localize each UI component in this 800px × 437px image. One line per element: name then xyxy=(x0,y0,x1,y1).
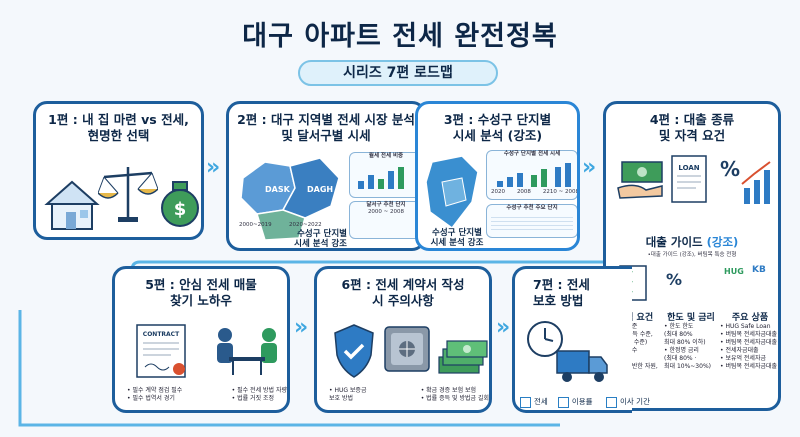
contract-label: CONTRACT xyxy=(143,331,180,338)
chart-years: 2020 2008 2210 ~ 2008 xyxy=(491,189,579,195)
page-title: 대구 아파트 전세 완전정복 xyxy=(242,21,558,52)
panel-index: 달서구 추천 단지 2000 ~ 2008 xyxy=(349,201,423,239)
hug-logo: HUG xyxy=(724,267,744,276)
percent-icon: % xyxy=(720,157,771,204)
chart-up-icon xyxy=(495,163,575,187)
card-part-4[interactable]: 4편 : 대출 종류 및 자격 요건 LOAN % 대출 가이드 (강조) •대… xyxy=(603,101,781,411)
bar-chart-icon xyxy=(356,165,416,189)
clock-icon xyxy=(527,321,563,357)
svg-text:%: % xyxy=(720,157,740,181)
scale-icon xyxy=(98,167,158,222)
qualification-columns: 자격 요건 • 소득 수준 (연봉고소득 수준, 신청 공제 수준) • 신용 … xyxy=(608,310,778,379)
panel-suseong-chart: 수성구 단지별 전세 시세 2020 2008 2210 ~ 2008 xyxy=(486,150,579,200)
loan-label: LOAN xyxy=(678,164,699,172)
col-limit-rate: 한도 및 금리 • 한도 한도 (최대 80% 최대 80% 이하) • 한정명… xyxy=(664,313,715,370)
chevron-right-icon: » xyxy=(206,155,221,180)
card-part-2[interactable]: 2편 : 대구 지역별 전세 시장 분석 및 달서구별 시세 DASK DAGH… xyxy=(226,101,426,251)
card-6-title: 6편 : 전세 계약서 작성 시 주의사항 xyxy=(341,277,465,308)
col-products: 주요 상품 • HUG Safe Loan • 버팀목 전세자금대출 • 버팀목… xyxy=(720,313,778,370)
card-part-5[interactable]: 5편 : 안심 전세 매물 찾기 노하우 CONTRACT • 필수 계약 점검… xyxy=(112,266,290,413)
card-1-title: 1편 : 내 집 마련 vs 전세, 현명한 선택 xyxy=(48,112,189,143)
svg-text:$: $ xyxy=(174,199,187,220)
card-3-title: 3편 : 수성구 단지별 시세 분석 (강조) xyxy=(443,112,552,143)
kb-logo: KB xyxy=(752,265,766,275)
panel-rent-ratio: 월세 전세 비중 xyxy=(349,152,423,198)
card-6-bullets: • HUG 보증금 보호 방법 • 확금 경증 보험 보험 • 법률 증득 및 … xyxy=(329,387,489,402)
panel-suseong-table: 수성구 추천 주요 단지 xyxy=(486,204,577,238)
card-part-1[interactable]: 1편 : 내 집 마련 vs 전세, 현명한 선택 $ xyxy=(33,101,204,240)
card-2-title: 2편 : 대구 지역별 전세 시장 분석 및 달서구별 시세 xyxy=(237,112,415,143)
series-subtitle: 시리즈 7편 로드맵 xyxy=(298,60,498,86)
money-hand-icon xyxy=(617,161,663,199)
house-icon xyxy=(44,180,100,230)
loan-document-icon: LOAN xyxy=(671,155,707,203)
card-part-7[interactable]: 7편 : 전세 보호 방법 xyxy=(512,266,632,413)
card-7-legend: 전세 이용률 xyxy=(520,396,660,408)
meeting-icon xyxy=(217,328,277,375)
cash-stack-icon xyxy=(438,340,488,374)
money-bag-icon: $ xyxy=(161,181,199,227)
map-label-a: DASK xyxy=(265,185,291,194)
truck-icon xyxy=(556,350,608,382)
card-part-6[interactable]: 6편 : 전세 계약서 작성 시 주의사항 • HUG 보증금 보호 방법 • … xyxy=(314,266,492,413)
map-label-b: DAGH xyxy=(307,185,333,194)
chevron-right-icon: » xyxy=(294,315,309,340)
card-5-title: 5편 : 안심 전세 매물 찾기 노하우 xyxy=(145,277,257,308)
suseong-map-icon xyxy=(425,155,479,230)
contract-icon: CONTRACT xyxy=(136,324,186,378)
card-5-bullets: • 필수 계약 점검 필수 • 필수 법역서 경기 • 필수 전세 방법 자량 … xyxy=(127,387,287,402)
chart-label-left: 2000~2019 xyxy=(239,222,272,228)
chart-label-right: 2020~2022 xyxy=(289,222,322,228)
card-3-caption: 수성구 단지별 시세 분석 강조 xyxy=(430,228,484,248)
map-icon: DASK DAGH xyxy=(240,157,340,241)
card-7-title: 7편 : 전세 보호 방법 xyxy=(533,277,590,308)
card-4-title: 4편 : 대출 종류 및 자격 요건 xyxy=(649,112,735,143)
percent-small-icon: % xyxy=(666,270,683,289)
shield-check-icon xyxy=(334,324,374,378)
legend-item-2: 이용률 xyxy=(557,396,593,408)
card-2-caption: 수성구 단지별 시세 분석 강조 xyxy=(294,229,347,249)
legend-item-1: 전세 xyxy=(520,396,548,408)
chevron-right-icon: » xyxy=(496,315,511,340)
card-part-3[interactable]: 3편 : 수성구 단지별 시세 분석 (강조) 수성구 단지별 전세 시세 20… xyxy=(415,101,580,251)
legend-item-3: 이사 기간 xyxy=(606,396,650,408)
chevron-right-icon: » xyxy=(582,155,597,180)
safe-icon xyxy=(384,326,430,372)
